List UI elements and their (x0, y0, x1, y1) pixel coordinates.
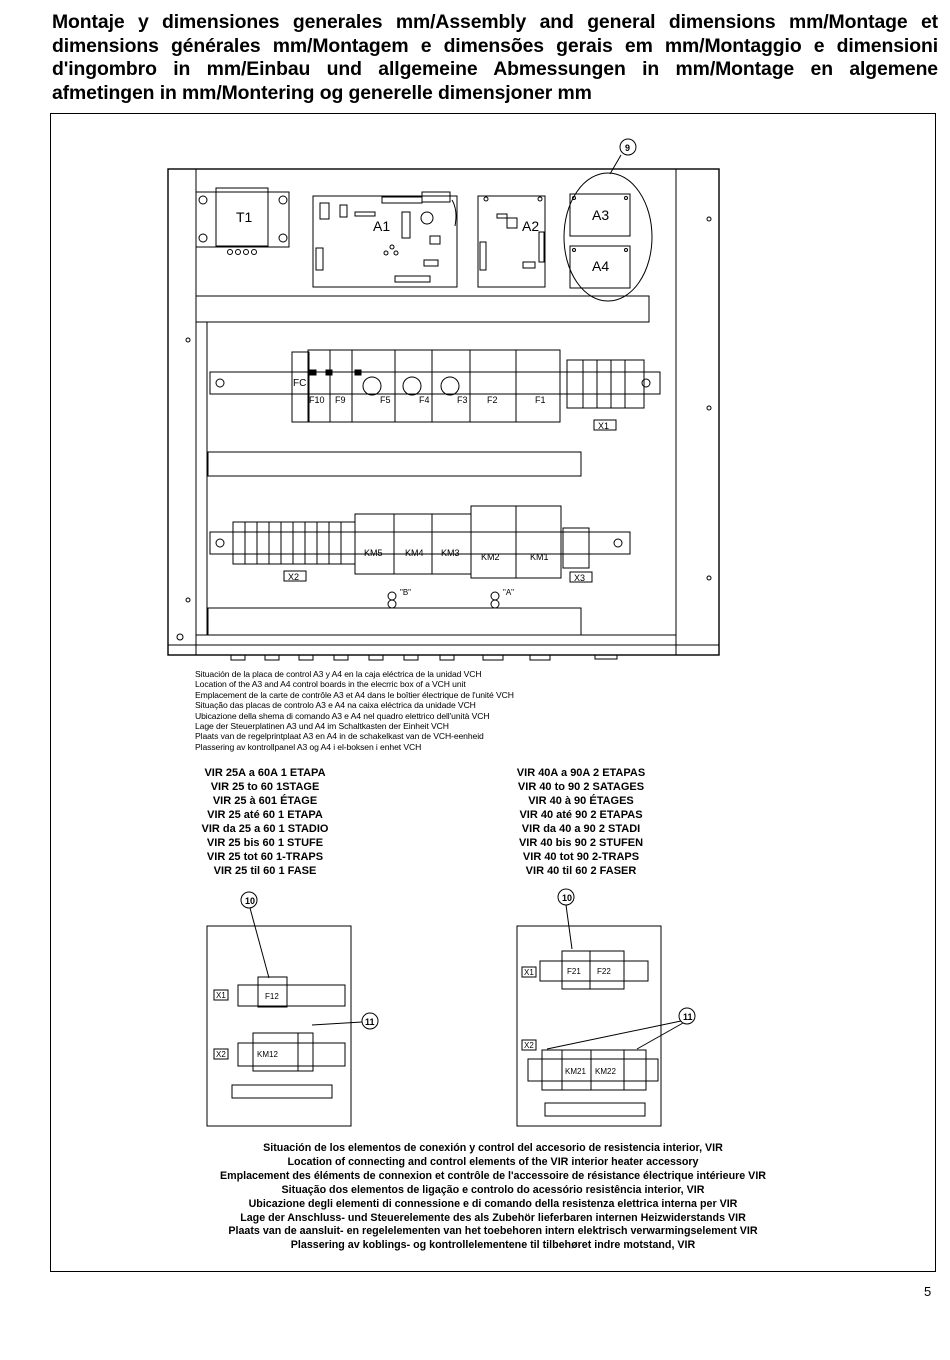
t1-label: T1 (236, 209, 253, 225)
sensor-a-label: "A" (503, 588, 514, 597)
stage2-x2-label: X2 (524, 1041, 534, 1050)
stage1-callout-10: 10 (245, 896, 255, 906)
a4-label: A4 (592, 258, 609, 274)
stage1-x2-label: X2 (216, 1050, 226, 1059)
a3-label: A3 (592, 207, 609, 223)
sensor-a (490, 591, 500, 601)
vir-caption: Situación de los elementos de conexión y… (219, 1142, 767, 1252)
control-board-a1 (312, 191, 458, 288)
lower-din-rail (209, 505, 631, 579)
stage1-list: VIR 25A a 60A 1 ETAPA VIR 25 to 60 1STAG… (201, 767, 329, 877)
f9-label: F9 (335, 395, 346, 405)
stage2-list: VIR 40A a 90A 2 ETAPAS VIR 40 to 90 2 SA… (516, 767, 646, 877)
f2-label: F2 (487, 395, 498, 405)
callout-9-label: 9 (625, 143, 630, 153)
a1-label: A1 (373, 218, 390, 234)
control-board-a2 (477, 195, 546, 288)
stage2-km22-label: KM22 (595, 1067, 616, 1076)
sensor-b-label: "B" (400, 588, 411, 597)
f3-label: F3 (457, 395, 468, 405)
fc-label: FC (293, 378, 306, 389)
x1-label: X1 (598, 421, 609, 431)
page-number: 5 (924, 1284, 932, 1299)
f10-label: F10 (309, 395, 325, 405)
a2-label: A2 (522, 218, 539, 234)
f1-label: F1 (535, 395, 546, 405)
f4-label: F4 (419, 395, 430, 405)
x3-label: X3 (574, 573, 585, 583)
page-title: Montaje y dimensiones generales mm/Assem… (52, 11, 938, 104)
stage1-x1-label: X1 (216, 991, 226, 1000)
transformer-t1 (195, 187, 290, 255)
control-boards-a3-a4 (563, 154, 653, 302)
detail-1-stage (206, 891, 379, 1127)
detail-2-stage (516, 888, 696, 1127)
stage2-f22-label: F22 (597, 967, 611, 976)
km4-label: KM4 (405, 548, 424, 558)
x3-tag (569, 571, 593, 583)
km3-label: KM3 (441, 548, 460, 558)
x1-tag (593, 419, 617, 431)
stage1-f12-label: F12 (265, 992, 279, 1001)
stage2-f21-label: F21 (567, 967, 581, 976)
sensor-b (387, 591, 397, 601)
km1-label: KM1 (530, 552, 549, 562)
stage1-callout-11: 11 (365, 1017, 375, 1027)
stage2-callout-11: 11 (683, 1012, 693, 1022)
stage2-x1-label: X1 (524, 968, 534, 977)
x2-label: X2 (288, 572, 299, 582)
stage2-callout-10: 10 (562, 893, 572, 903)
location-caption: Situación de la placa de control A3 y A4… (195, 669, 514, 752)
km2-label: KM2 (481, 552, 500, 562)
figure-frame (50, 113, 936, 1272)
callout-9 (619, 138, 637, 156)
upper-din-rail (209, 349, 661, 423)
f5-label: F5 (380, 395, 391, 405)
km5-label: KM5 (364, 548, 383, 558)
stage1-km12-label: KM12 (257, 1050, 278, 1059)
x2-tag (283, 570, 307, 582)
stage2-km21-label: KM21 (565, 1067, 586, 1076)
electric-box (167, 168, 720, 661)
